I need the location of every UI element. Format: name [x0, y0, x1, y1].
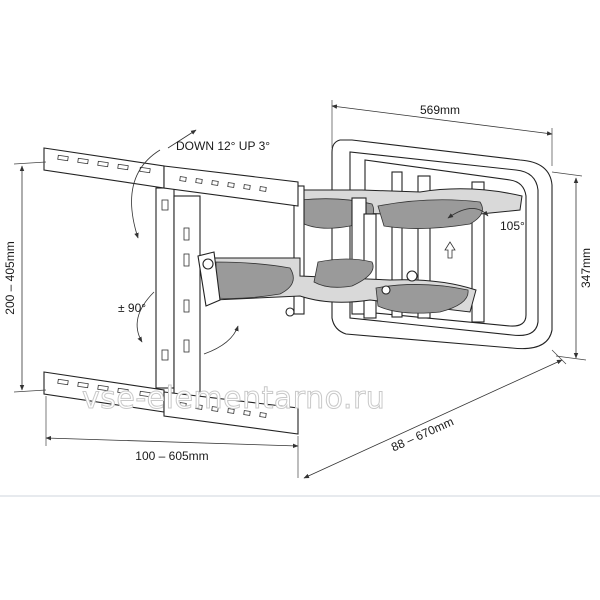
- rotate-arrows: [136, 291, 239, 355]
- tv-bracket: [43, 147, 299, 435]
- tilt-arrows: [131, 129, 197, 239]
- dim-top-width: [331, 100, 553, 166]
- dim-bottom-width: [45, 396, 299, 478]
- label-right-height: 347mm: [579, 248, 593, 288]
- label-left-height: 200 – 405mm: [3, 241, 17, 314]
- top-rail-slots: [57, 154, 267, 192]
- dim-left-height: [13, 161, 47, 393]
- label-top-width: 569mm: [420, 103, 460, 117]
- label-tilt: DOWN 12° UP 3°: [176, 139, 270, 153]
- label-rotate: ± 90°: [118, 301, 146, 315]
- swivel-arrow: [447, 208, 489, 219]
- dim-right-height: [551, 171, 587, 361]
- label-swivel: 105°: [500, 219, 525, 233]
- watermark: vse-elementarno.ru: [82, 381, 385, 416]
- label-bottom-width: 100 – 605mm: [135, 449, 208, 463]
- dim-extension: [303, 349, 567, 479]
- arm-assembly: [211, 185, 523, 319]
- bottom-rail-slots: [57, 378, 267, 418]
